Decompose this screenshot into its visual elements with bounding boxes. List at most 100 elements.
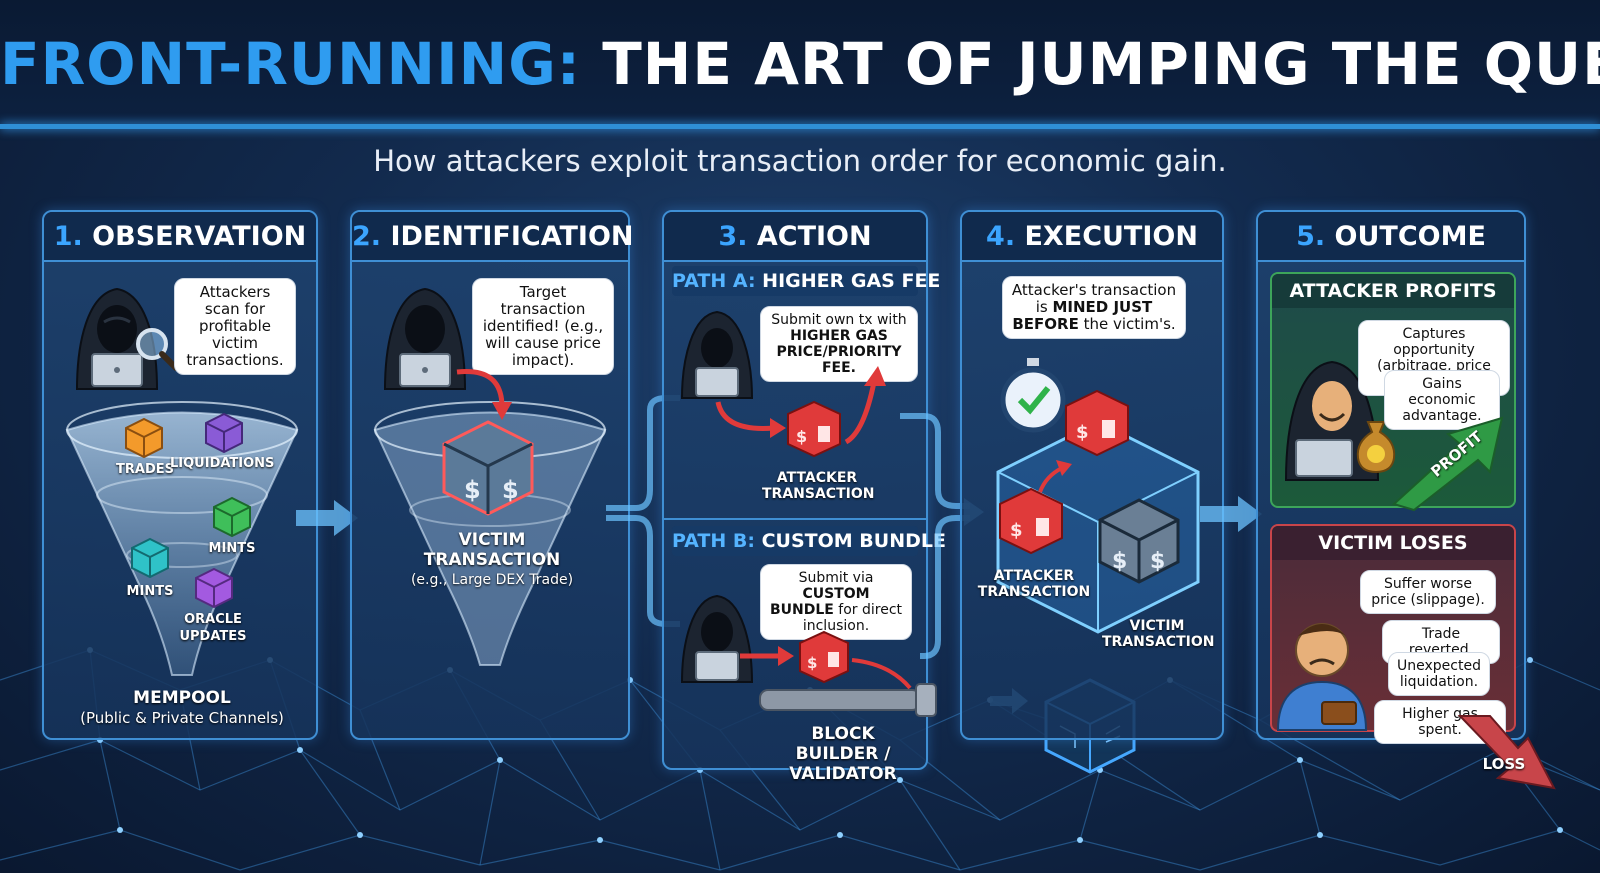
tag-oracle-updates: ORACLE UPDATES [179,612,247,644]
tag-mints-right: MINTS [208,541,256,556]
execution-bubble-post: the victim's. [1083,315,1176,333]
attacker-transaction-path-icon: $ [715,366,886,458]
execution-attacker-caption: ATTACKER TRANSACTION [977,568,1091,600]
svg-text:$: $ [1010,520,1023,541]
path-a-header: PATH A: HIGHER GAS FEE [672,266,940,296]
loss-arrow-label: LOSS [1482,755,1526,773]
loses-bubble-4: Higher gas spent. [1374,700,1506,744]
victim-transaction-cube-icon: $ $ [442,420,534,516]
svg-text:$: $ [1150,549,1165,574]
hacker-icon [75,287,159,390]
attacker-cube-top-icon: $ [1065,389,1129,457]
attacker-profits-title: ATTACKER PROFITS [1272,274,1514,308]
victim-transaction-subcaption: (e.g., Large DEX Trade) [410,572,574,588]
red-up-arrow-icon [1038,460,1072,493]
step-title: OBSERVATION [92,221,307,252]
victim-loses-title: VICTIM LOSES [1272,526,1514,560]
path-a-attacker-caption: ATTACKER TRANSACTION [762,470,875,502]
step-action-header: 3. ACTION [664,212,926,262]
stopwatch-icon [1000,358,1066,433]
title-accent: FRONT-RUNNING: [0,30,582,98]
svg-text:$: $ [1112,549,1127,574]
step-title: IDENTIFICATION [390,221,634,252]
header: FRONT-RUNNING: THE ART OF JUMPING THE QU… [0,0,1600,129]
path-b-bubble-pre: Submit via [798,570,874,586]
path-a-title: HIGHER GAS FEE [762,270,941,292]
path-b-section: PATH B: CUSTOM BUNDLE Submit via CUSTOM … [664,522,946,784]
step-identification-header: 2. IDENTIFICATION [352,212,634,262]
step-execution-header: 4. EXECUTION [962,212,1222,262]
block-builder-caption: BLOCK BUILDER / VALIDATOR [789,724,897,784]
path-a-speech-bubble: Submit own tx with HIGHER GAS PRICE/PRIO… [760,306,918,382]
loss-arrow-icon [1457,715,1556,790]
path-b-bubble-post: for direct inclusion. [802,602,903,634]
svg-text:$: $ [1076,422,1089,443]
victim-cube-icon: $ $ [1098,498,1180,584]
mempool-subcaption: (Public & Private Channels) [80,709,284,727]
attacker-profits-box: ATTACKER PROFITS Captures opportunity (a… [1270,272,1516,512]
page-title: FRONT-RUNNING: THE ART OF JUMPING THE QU… [0,30,1600,98]
path-divider [664,518,926,520]
page-subtitle: How attackers exploit transaction order … [373,144,1227,178]
mempool-tornado-icon [65,401,299,676]
execution-bubble-pre: Attacker's transaction is [1011,281,1177,316]
step-number: 4. [986,221,1016,252]
cube-green-icon [213,496,251,538]
step-number: 3. [718,221,748,252]
execution-bubble-bold: MINED JUST BEFORE [1012,298,1153,333]
execution-speech-bubble: Attacker's transaction is MINED JUST BEF… [1002,276,1186,339]
path-b-title: CUSTOM BUNDLE [761,530,946,552]
step-observation-header: 1. OBSERVATION [44,212,316,262]
step-title: OUTCOME [1334,221,1486,252]
step-number: 5. [1296,221,1326,252]
hacker-icon [680,594,754,683]
tag-trades: TRADES [116,462,174,477]
observation-speech-bubble: Attackers scan for profitable victim tra… [174,278,296,375]
victim-loses-box: VICTIM LOSES Suffer worse price (slippag… [1270,524,1516,744]
flow-arrow-icon [1200,496,1262,532]
path-b-speech-bubble: Submit via CUSTOM BUNDLE for direct incl… [760,564,912,640]
red-arrow-icon [456,368,512,420]
title-rest: THE ART OF JUMPING THE QUEUE [602,30,1600,98]
path-a-bubble-bold: HIGHER GAS PRICE/PRIORITY FEE. [776,328,902,376]
path-a-section: PATH A: HIGHER GAS FEE Submit own tx wit… [664,262,940,518]
hacker-icon [383,287,467,390]
svg-text:$: $ [807,654,817,672]
block-builder-pipe-icon: $ [740,630,937,717]
cube-orange-icon [125,417,163,459]
loses-bubble-3: Unexpected liquidation. [1388,652,1490,696]
step-title: ACTION [756,221,872,252]
svg-text:$: $ [796,427,807,446]
mempool-caption: MEMPOOL [133,688,231,708]
svg-text:$: $ [502,476,519,504]
step-outcome-header: 5. OUTCOME [1258,212,1524,262]
path-b-bubble-bold: CUSTOM BUNDLE [769,586,870,618]
header-divider [0,124,1600,129]
hacker-icon [680,310,754,399]
flow-arrow-icon [296,500,358,536]
block-cube-icon [996,420,1200,634]
loses-bubble-1: Suffer worse price (slippage). [1360,570,1496,614]
step-title: EXECUTION [1024,221,1198,252]
identification-speech-bubble: Target transaction identified! (e.g., wi… [472,278,614,375]
cube-purple-icon [205,412,243,454]
path-a-prefix: PATH A: [672,270,756,292]
step-number: 1. [53,221,83,252]
happy-hacker-icon [1284,360,1380,481]
profits-speech-bubble-2: Gains economic advantage. [1384,370,1500,430]
step-observation-panel: 1. OBSERVATION Attackers scan for profit… [42,210,318,740]
path-b-prefix: PATH B: [672,530,755,552]
svg-text:$: $ [464,476,481,504]
money-bag-icon [1356,421,1396,474]
tag-mints-left: MINTS [126,584,174,599]
path-a-bubble-text: Submit own tx with [771,312,907,328]
step-execution-panel: 4. EXECUTION Attacker's transaction is M… [960,210,1224,740]
cube-teal-icon [131,537,169,579]
path-b-header: PATH B: CUSTOM BUNDLE [672,526,946,556]
step-action-panel: 3. ACTION PATH A: HIGHER GAS FEE Submit … [662,210,946,784]
execution-victim-caption: VICTIM TRANSACTION [1102,618,1215,650]
sad-victim-icon [1276,623,1368,731]
attacker-cube-icon: $ [999,487,1063,555]
magnifier-icon [136,328,179,371]
